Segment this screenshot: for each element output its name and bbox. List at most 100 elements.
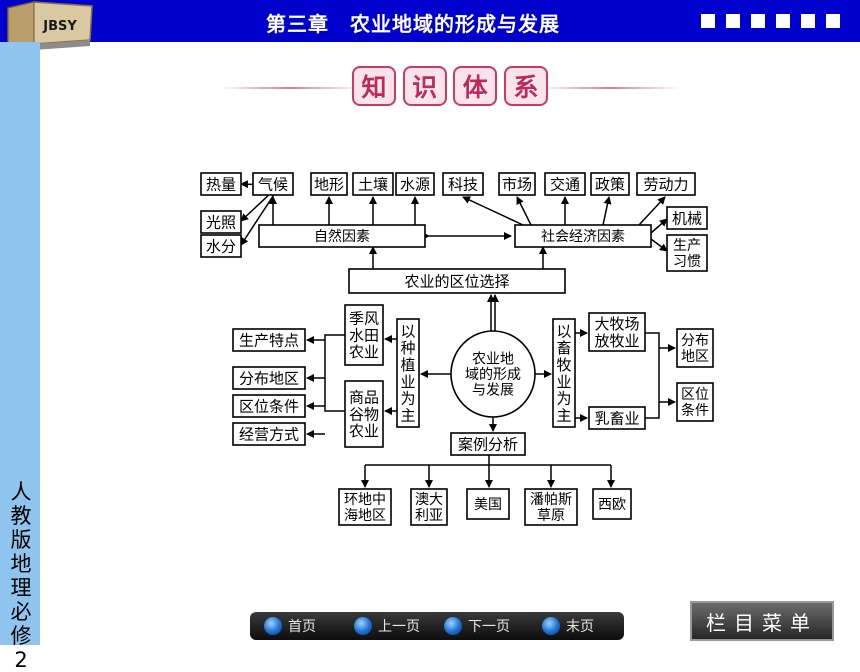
section-title-char: 体 [453, 66, 498, 106]
climate-factor-0: 热量 [200, 172, 242, 196]
social-factor-machinery: 机械 [666, 206, 708, 230]
section-menu-button[interactable]: 栏目菜单 [690, 601, 834, 641]
social-factor-habits-label: 生产习惯 [673, 238, 701, 270]
location-choice-box: 农业的区位选择 [348, 268, 566, 294]
social-factor-habits: 生产习惯 [666, 234, 708, 272]
prev-page-label: 上一页 [378, 619, 420, 635]
natural-factors-box: 自然因素 [258, 224, 426, 248]
climate-factor-1: 光照 [200, 210, 242, 234]
header-bar: 第三章 农业地域的形成与发展 [0, 0, 860, 42]
factor-social-1: 市场 [498, 172, 536, 196]
right-feature-distribution-label: 分布地区 [681, 333, 709, 365]
climate-factor-0-label: 热量 [206, 175, 236, 193]
left-feature-0-label: 生产特点 [239, 331, 299, 349]
jbsy-logo: JBSY [7, 1, 93, 54]
section-title-char: 识 [402, 66, 447, 106]
square-icon [826, 14, 840, 28]
livestock-main-box: 以畜牧业为主 [552, 318, 576, 428]
case-4-label: 西欧 [598, 497, 626, 513]
case-3: 潘帕斯草原 [524, 488, 578, 526]
factor-2-label: 土壤 [358, 175, 388, 193]
case-2-label: 美国 [474, 497, 502, 513]
factor-2: 土壤 [352, 172, 394, 196]
last-page-button[interactable]: 末页 [542, 615, 594, 637]
commercial-grain-agriculture: 商品谷物农业 [344, 380, 384, 448]
divider [220, 87, 360, 89]
square-icon [801, 14, 815, 28]
case-2: 美国 [466, 488, 510, 520]
chapter-title: 第三章 农业地域的形成与发展 [266, 12, 560, 36]
social-factor-machinery-label: 机械 [672, 209, 702, 227]
commercial-grain-agriculture-label: 商品谷物农业 [349, 389, 379, 441]
last-page-label: 末页 [566, 619, 594, 635]
center-theme-label: 农业地域的形成与发展 [465, 351, 521, 398]
livestock-main-box-label: 以畜牧业为主 [556, 322, 571, 424]
square-icon [701, 14, 715, 28]
factor-social-0: 科技 [442, 172, 484, 196]
social-factors-box-label: 社会经济因素 [541, 229, 625, 245]
divider [540, 87, 680, 89]
square-icon [776, 14, 790, 28]
social-factors-box: 社会经济因素 [514, 224, 652, 248]
ranching-box: 大牧场放牧业 [588, 312, 646, 352]
bottom-nav: 首页 上一页 下一页 末页 [250, 612, 624, 640]
location-choice-box-label: 农业的区位选择 [404, 272, 509, 290]
case-3-label: 潘帕斯草原 [530, 492, 572, 524]
prev-page-icon [354, 617, 372, 635]
next-page-button[interactable]: 下一页 [444, 615, 510, 637]
logo-text: JBSY [42, 19, 77, 34]
case-1-label: 澳大利亚 [415, 492, 443, 524]
center-theme: 农业地域的形成与发展 [450, 330, 536, 418]
first-page-button[interactable]: 首页 [264, 615, 316, 637]
monsoon-paddy-agriculture: 季风水田农业 [344, 304, 384, 366]
first-page-label: 首页 [288, 619, 316, 635]
dairy-box: 乳畜业 [588, 406, 646, 430]
factor-3-label: 水源 [400, 175, 430, 193]
next-page-icon [444, 617, 462, 635]
factor-0: 气候 [252, 172, 294, 196]
factor-social-0-label: 科技 [448, 175, 478, 193]
factor-0-label: 气候 [258, 175, 288, 193]
left-feature-1: 分布地区 [232, 366, 306, 390]
factor-social-4: 劳动力 [636, 172, 696, 196]
decorative-squares [701, 14, 840, 28]
factor-1: 地形 [310, 172, 348, 196]
case-study-box-label: 案例分析 [458, 435, 518, 453]
case-0: 环地中海地区 [338, 488, 392, 526]
factor-social-3-label: 政策 [595, 175, 625, 193]
prev-page-button[interactable]: 上一页 [354, 615, 420, 637]
climate-factor-1-label: 光照 [206, 213, 236, 231]
factor-1-label: 地形 [314, 175, 344, 193]
section-title: 知 识 体 系 [220, 66, 680, 110]
right-feature-conditions: 区位条件 [676, 382, 714, 422]
left-feature-1-label: 分布地区 [239, 369, 299, 387]
section-title-char: 系 [503, 66, 548, 106]
factor-social-2: 交通 [544, 172, 586, 196]
factor-social-4-label: 劳动力 [643, 175, 688, 193]
left-feature-3-label: 经营方式 [239, 425, 299, 443]
book-title-vertical: 人教版地理必修2 [10, 480, 32, 672]
dairy-box-label: 乳畜业 [594, 409, 639, 427]
monsoon-paddy-agriculture-label: 季风水田农业 [349, 310, 379, 362]
case-4: 西欧 [592, 488, 632, 520]
case-0-label: 环地中海地区 [344, 492, 386, 524]
climate-factor-2: 水分 [200, 234, 242, 258]
first-page-icon [264, 617, 282, 635]
left-feature-3: 经营方式 [232, 422, 306, 446]
square-icon [726, 14, 740, 28]
square-icon [751, 14, 765, 28]
ranching-box-label: 大牧场放牧业 [594, 315, 639, 350]
climate-factor-2-label: 水分 [206, 237, 236, 255]
case-1: 澳大利亚 [410, 488, 448, 526]
factor-social-2-label: 交通 [550, 175, 580, 193]
left-feature-0: 生产特点 [232, 328, 306, 352]
natural-factors-box-label: 自然因素 [314, 228, 370, 245]
planting-main-box: 以种植业为主 [396, 318, 420, 428]
section-title-char: 知 [352, 66, 396, 106]
right-feature-conditions-label: 区位条件 [681, 387, 709, 419]
planting-main-box-label: 以种植业为主 [400, 322, 415, 424]
sidebar: 人教版地理必修2 [0, 42, 40, 672]
last-page-icon [542, 617, 560, 635]
case-study-box: 案例分析 [450, 432, 526, 456]
knowledge-diagram: 气候 地形土壤水源科技 市场交通政策劳动力 热量光照水分 机械生产习惯 自然因素 社会经济因… [200, 172, 714, 526]
